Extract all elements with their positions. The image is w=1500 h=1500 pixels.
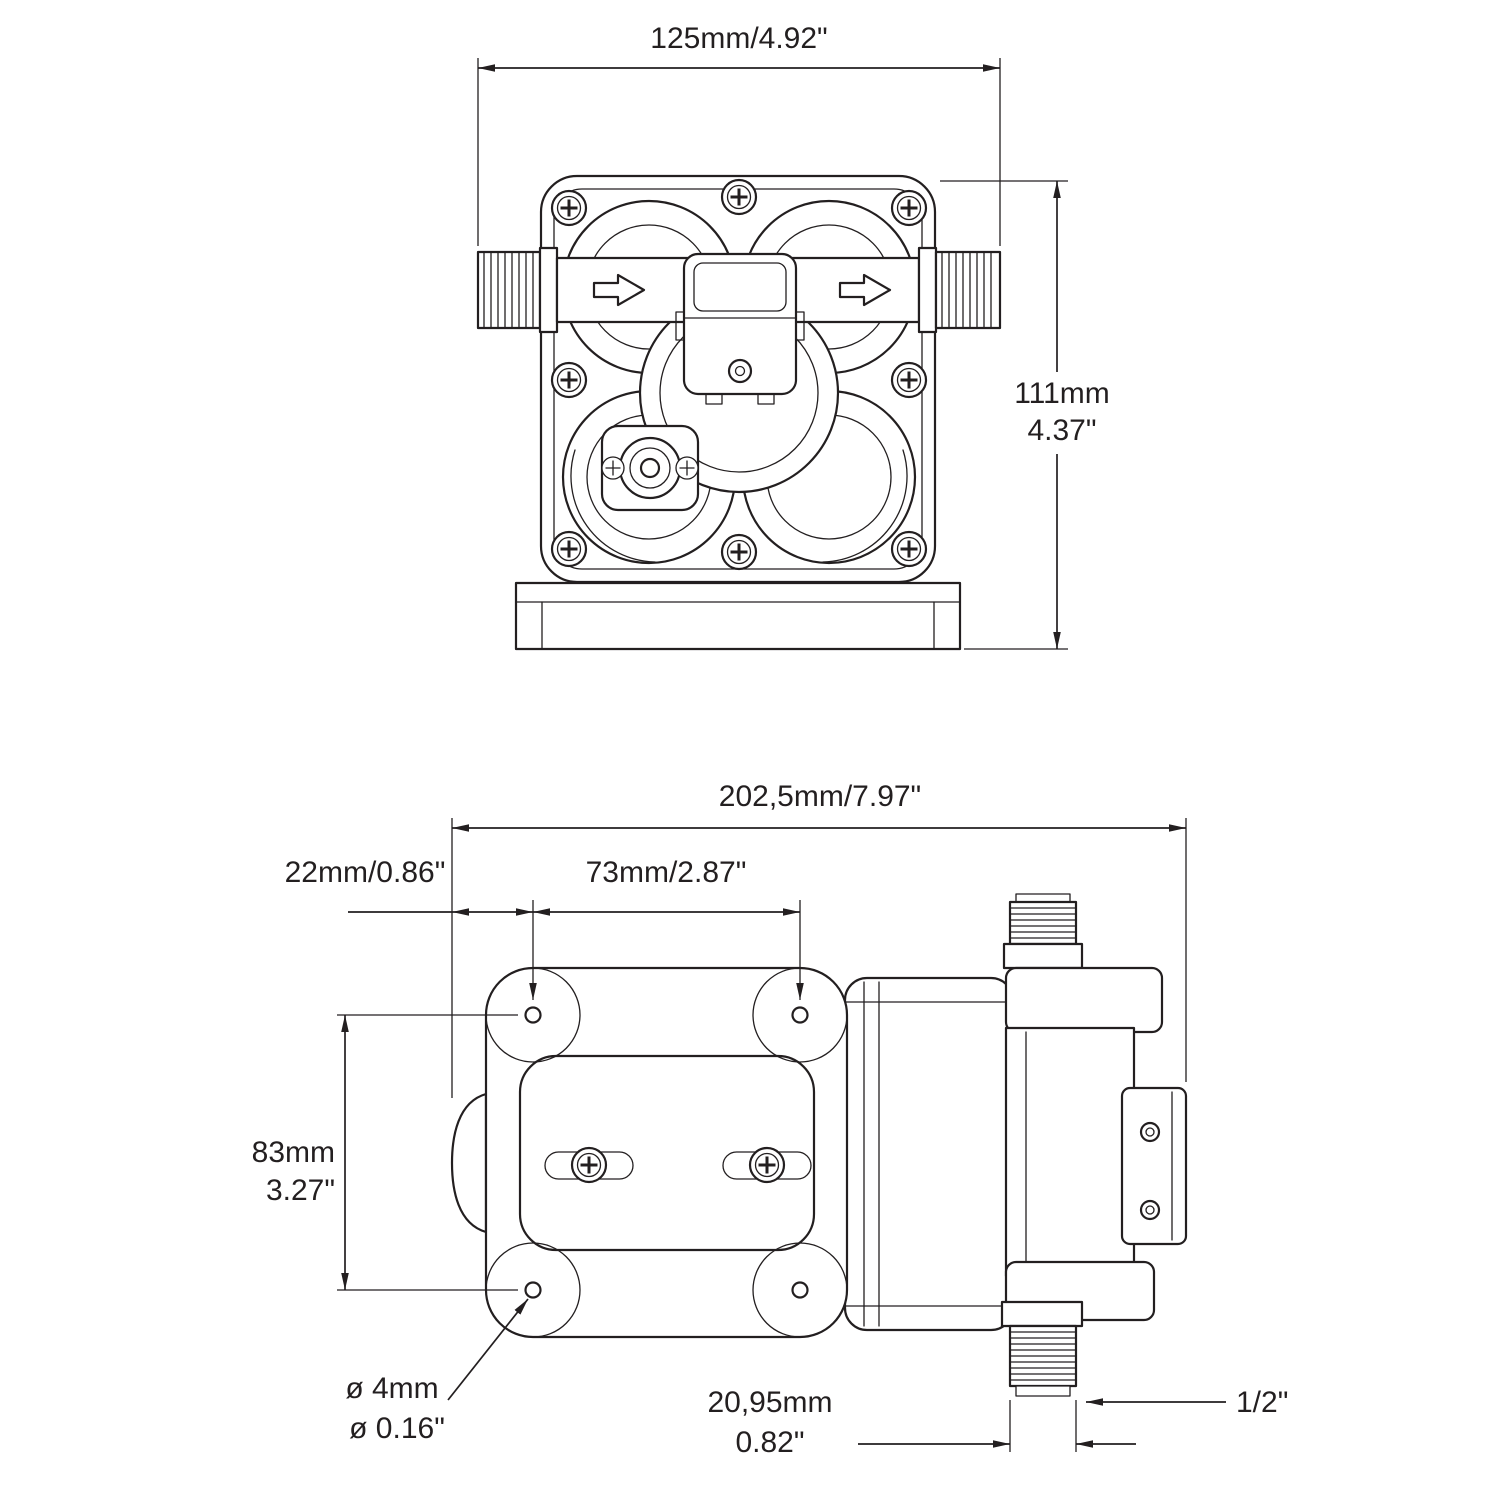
left-port-collar <box>538 246 559 334</box>
dim-front-height: 111mm 4.37" <box>940 180 1114 650</box>
mount-hole-top-right <box>791 1006 809 1024</box>
top-port-hex <box>1002 942 1084 970</box>
dim-side-hole-spacing-vertical-in-label: 3.27" <box>266 1174 335 1207</box>
pump-base <box>514 581 962 651</box>
dim-port-outer-diameter-in-label: 0.82" <box>735 1426 804 1459</box>
dim-port-outer-diameter-mm-label: 20,95mm <box>707 1386 832 1419</box>
bottom-port-cap <box>1015 1385 1071 1397</box>
dim-side-end-offset: 22mm/0.86" <box>285 856 533 916</box>
dim-side-overall-length: 202,5mm/7.97" <box>451 780 1187 1098</box>
pump-manifold-pipe <box>476 246 1002 334</box>
motor-end-cap <box>450 1092 488 1234</box>
pump-side-view: 202,5mm/7.97" 22mm/0.86" 73mm/2.87" 83mm… <box>252 780 1289 1459</box>
dim-side-hole-spacing-vertical: 83mm 3.27" <box>252 1014 518 1291</box>
dim-side-hole-spacing-vertical-mm-label: 83mm <box>252 1136 335 1169</box>
callout-hole-diameter-mm-label: ø 4mm <box>345 1372 438 1405</box>
dim-side-hole-spacing-horizontal: 73mm/2.87" <box>529 856 804 1000</box>
right-threaded-port <box>934 250 1002 330</box>
dim-front-height-mm-label: 111mm <box>1014 377 1110 410</box>
bottom-port-threads <box>1009 1331 1077 1381</box>
dim-front-width-label: 125mm/4.92" <box>650 22 827 55</box>
mount-hole-bottom-left <box>524 1281 542 1299</box>
mount-hole-bottom-right <box>791 1281 809 1299</box>
pump-front-view: 125mm/4.92" 111mm 4.37" <box>476 22 1114 651</box>
callout-port-thread: 1/2" <box>1086 1386 1288 1419</box>
mounting-bracket <box>484 966 849 1339</box>
chamber-swirl-left <box>570 449 656 563</box>
bracket-inner-plate <box>518 1054 816 1252</box>
flow-arrow-left-icon <box>592 273 646 307</box>
flow-arrow-right-icon <box>838 273 892 307</box>
top-threaded-port <box>1008 900 1078 946</box>
right-port-threads <box>941 252 992 328</box>
left-threaded-port <box>476 250 542 330</box>
pressure-switch-housing <box>675 252 805 405</box>
bracket-outline <box>484 966 849 1339</box>
right-port-collar <box>917 246 938 334</box>
head-switch-block <box>1120 1086 1188 1246</box>
left-port-threads <box>483 252 534 328</box>
pump-head <box>1000 893 1188 1397</box>
top-port-threads <box>1009 907 1077 939</box>
chamber-swirl-right <box>822 449 908 563</box>
bypass-valve <box>600 424 700 512</box>
mount-hole-top-left <box>524 1006 542 1024</box>
bottom-port-hex <box>1000 1300 1084 1328</box>
dim-front-height-in-label: 4.37" <box>1027 414 1096 447</box>
dim-side-hole-spacing-horizontal-label: 73mm/2.87" <box>586 856 747 889</box>
callout-hole-diameter-in-label: ø 0.16" <box>349 1412 445 1445</box>
dim-side-end-offset-label: 22mm/0.86" <box>285 856 446 889</box>
head-top-manifold <box>1004 966 1164 1034</box>
motor-body <box>843 976 1015 1332</box>
dim-port-outer-diameter: 20,95mm 0.82" <box>707 1386 1136 1459</box>
callout-hole-diameter: ø 4mm ø 0.16" <box>345 1298 529 1445</box>
dim-front-width: 125mm/4.92" <box>477 22 1001 246</box>
dim-side-overall-length-label: 202,5mm/7.97" <box>719 780 921 813</box>
head-main-body <box>1004 1026 1136 1278</box>
callout-port-thread-label: 1/2" <box>1236 1386 1288 1419</box>
